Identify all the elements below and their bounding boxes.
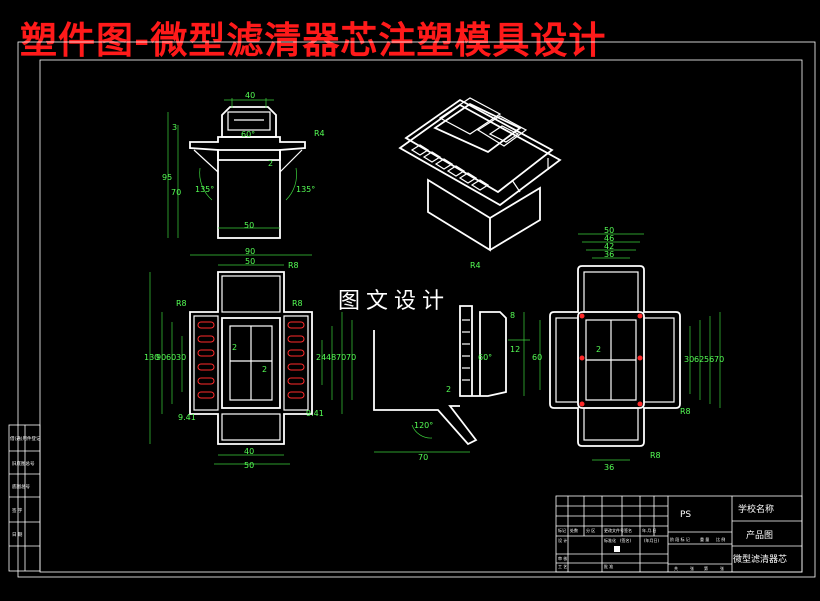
row-label: 分 区 [586, 527, 595, 533]
dim-label: 62 [694, 355, 704, 364]
dim-label: 90 [156, 353, 166, 362]
dim-label: 60° [241, 130, 255, 139]
drawing-title: 塑件图-微型滤清器芯注塑模具设计 [20, 19, 607, 62]
watermark-text: 图文设计 [338, 289, 451, 314]
dim-label: 42 [604, 242, 614, 251]
sheet-label: 张 [720, 565, 724, 571]
dim-label: 135° [195, 185, 214, 194]
dim-label: 70 [418, 453, 428, 462]
dim-label: R8 [288, 261, 299, 270]
left-label: 批 准 [604, 563, 613, 569]
title-block: PS 学校名称 产品图 微型滤清器芯 标记 处数 分 区 更改文件号 签名 年.… [555, 495, 803, 573]
dim-label: 8 [510, 311, 515, 320]
section-view: R4 70 8 12 60 60° 2 120° 70 [346, 261, 542, 462]
dim-label: R4 [314, 129, 325, 138]
dim-label: 60 [532, 353, 542, 362]
sheet-label: 张 [690, 565, 694, 571]
left-strip: 借(通)用件登记 旧底图总号 底图总号 签 字 日 期 [8, 424, 41, 572]
dim-label: 60° [478, 353, 492, 362]
dim-label: 50 [604, 226, 614, 235]
dim-label: 95 [162, 173, 172, 182]
dim-label: 50 [244, 461, 254, 470]
dim-label: 70 [171, 188, 181, 197]
strip-label: 底图总号 [12, 483, 30, 490]
left-label: 审 核 [558, 555, 567, 561]
dim-label: 120° [414, 421, 433, 430]
dim-label: 3 [172, 123, 177, 132]
dim-label: 40 [244, 447, 254, 456]
strip-label: 日 期 [12, 532, 23, 538]
dim-label: 56 [704, 355, 714, 364]
dim-label: 2 [262, 365, 267, 374]
left-label: 设 计 [558, 537, 567, 543]
dim-label: 12 [510, 345, 520, 354]
dim-label: 48 [326, 353, 336, 362]
dim-label: 30 [684, 355, 694, 364]
row-label: 标记 [558, 527, 566, 533]
stage-label: 重 量 [700, 536, 709, 542]
dim-label: 90 [245, 247, 255, 256]
inner-frame [39, 59, 803, 573]
dim-label: 2 [596, 345, 601, 354]
dim-label: 50 [245, 257, 255, 266]
dim-label: 70 [336, 353, 346, 362]
row-label: 处数 [570, 527, 578, 533]
dim-label: 36 [604, 250, 614, 259]
strip-label: 旧底图总号 [12, 460, 35, 467]
strip-label: 借(通)用件登记 [10, 435, 41, 442]
school-name: 学校名称 [738, 503, 774, 515]
dim-label: 130 [144, 353, 159, 362]
sheet-label: 第 [704, 565, 708, 571]
mid-label: 标准化 [604, 537, 616, 543]
top-view: 40 60° R4 2 95 70 135° 135° 50 3 [162, 91, 325, 239]
dim-label: 36 [604, 463, 614, 472]
dim-label: R8 [292, 299, 303, 308]
dim-label: 2 [446, 385, 451, 394]
strip-label: 签 字 [12, 507, 23, 514]
dim-label: 40 [245, 91, 255, 100]
dim-label: R8 [680, 407, 691, 416]
isometric-view [398, 97, 562, 252]
mid-label: (签名) [620, 537, 632, 543]
dim-label: 2 [268, 159, 273, 168]
dim-label: 30 [176, 353, 186, 362]
row-label: 年.月.日 [642, 527, 657, 533]
dim-label: 70 [714, 355, 724, 364]
row-label: 签名 [624, 527, 632, 533]
mid-label: (年月日) [644, 537, 660, 543]
dim-label: 9.41 [178, 413, 196, 422]
dim-label: R8 [176, 299, 187, 308]
dim-label: R8 [650, 451, 661, 460]
dim-label: 2 [232, 343, 237, 352]
stage-label: 比 例 [716, 536, 725, 542]
material-label: PS [680, 510, 691, 520]
sheet-label: 共 [674, 565, 678, 571]
dim-label: 46 [604, 234, 614, 243]
dim-label: 60 [166, 353, 176, 362]
row-label: 更改文件号 [604, 527, 624, 533]
dim-label: R4 [470, 261, 481, 270]
front-view: 90 50 R8 R8 R8 130 90 60 30 24 48 70 2 2… [144, 247, 346, 470]
dim-label: 9.41 [306, 409, 324, 418]
dim-label: 50 [244, 221, 254, 230]
left-label: 工 艺 [558, 564, 567, 569]
dim-label: 70 [346, 353, 356, 362]
outer-frame [17, 41, 816, 578]
drawing-name: 产品图 [746, 529, 773, 541]
dim-label: 135° [296, 185, 315, 194]
dim-label: 24 [316, 353, 326, 362]
part-name: 微型滤清器芯 [733, 553, 787, 565]
stage-label: 阶 段 标 记 [670, 536, 690, 542]
right-view: 50 46 42 36 2 30 62 56 70 R8 36 R8 [549, 226, 724, 472]
